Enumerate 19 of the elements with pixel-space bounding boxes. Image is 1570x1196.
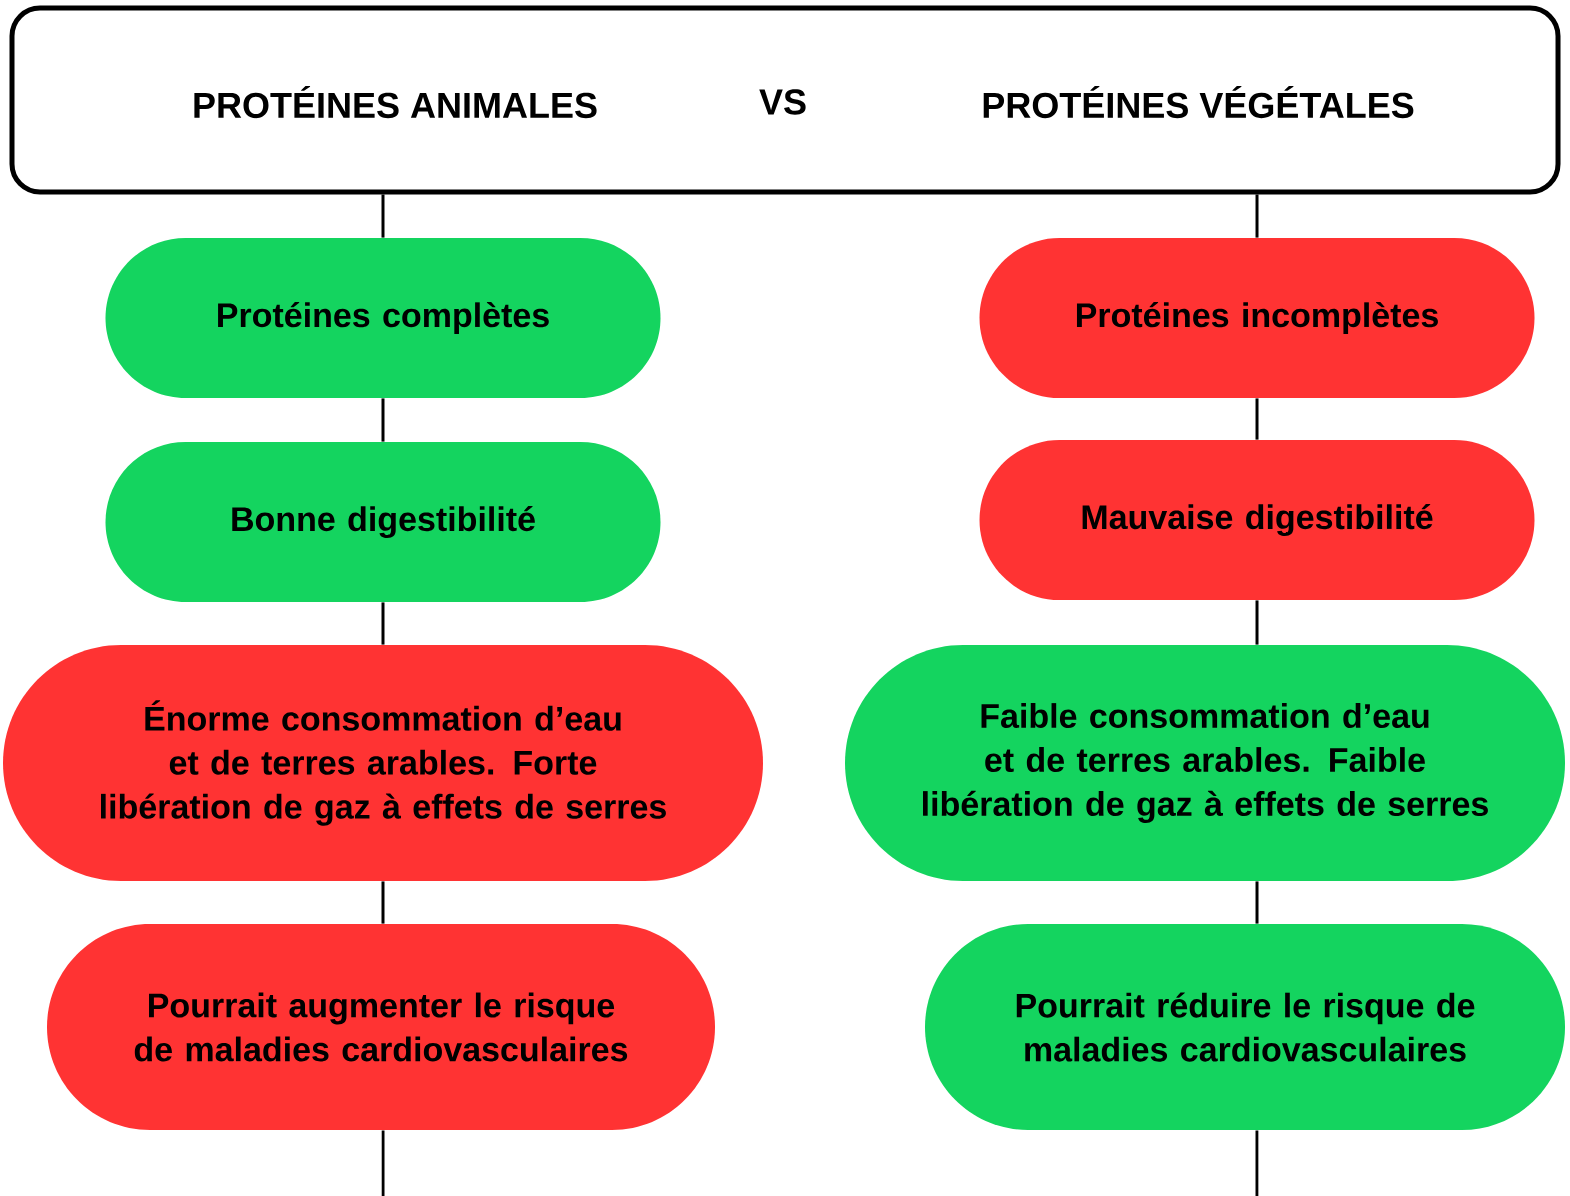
pill-box: Énorme consommation d’eau et de terres arables. Forte libération de gaz à effets de serres	[3, 645, 763, 881]
pill-box: Mauvaise digestibilité	[979, 440, 1535, 600]
pill-box: Bonne digestibilité	[105, 442, 661, 602]
pill-box: Pourrait augmenter le risque de maladies cardiovasculaires	[47, 924, 715, 1130]
pill-box: Faible consommation d’eau et de terres arables. Faible libération de gaz à effets de serres	[845, 645, 1565, 881]
pill-box: Protéines incomplètes	[979, 238, 1535, 398]
connector-line	[1255, 398, 1259, 440]
connector-line	[1255, 600, 1259, 645]
connector-line	[1255, 881, 1259, 924]
pill-box: Protéines complètes	[105, 238, 661, 398]
connector-line	[381, 602, 385, 645]
connector-line	[381, 398, 385, 442]
connector-line	[381, 881, 385, 924]
connector-line	[381, 1130, 385, 1196]
connector-line	[381, 194, 385, 238]
connector-line	[1255, 194, 1259, 238]
pill-box: Pourrait réduire le risque de maladies cardiovasculaires	[925, 924, 1565, 1130]
connector-line	[1255, 1130, 1259, 1196]
header-box: PROTÉINES ANIMALES VS PROTÉINES VÉGÉTALES	[9, 5, 1561, 195]
